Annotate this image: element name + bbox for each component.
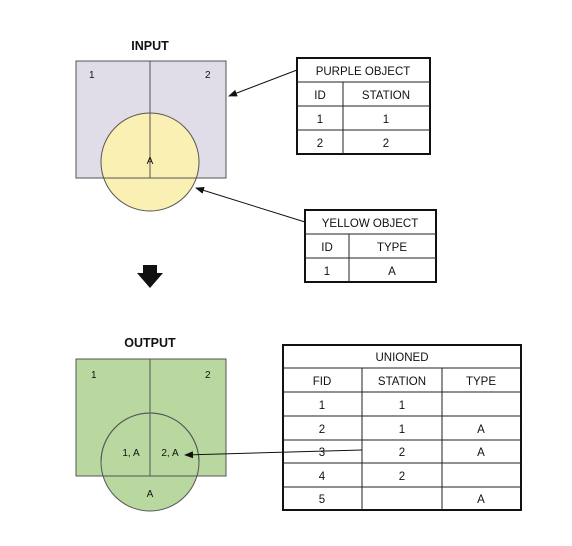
unioned-pointer-arrow [184,449,363,459]
unioned-table [282,344,522,511]
unioned-table-cell: A [477,494,485,506]
unioned-table-cell: 4 [319,471,326,483]
purple-table-header-id: ID [314,90,326,102]
unioned-table-cell: 5 [319,494,325,506]
input-circle-label: A [147,156,154,167]
output-unioned-shape [75,358,227,512]
output-circle-label-2a: 2, A [161,448,179,459]
unioned-table-header-type: TYPE [466,376,496,388]
purple-object-table [296,57,431,155]
purple-table-cell: 1 [383,114,389,126]
unioned-table-cell: 1 [319,400,325,412]
unioned-table-cell: A [477,447,485,459]
purple-table-title: PURPLE OBJECT [316,66,411,78]
output-heading: OUTPUT [124,336,176,350]
unioned-table-cell: 3 [319,447,325,459]
output-bottom-label: A [147,489,154,500]
yellow-object-table [304,209,437,283]
purple-table-cell: 2 [317,138,323,150]
down-arrow-icon [137,265,163,288]
purple-table-cell: 1 [317,114,323,126]
yellow-table-header-type: TYPE [377,242,407,254]
unioned-table-cell: A [477,424,485,436]
purple-table-header-station: STATION [362,90,410,102]
input-polygon-label-1: 1 [89,70,95,81]
yellow-table-title: YELLOW OBJECT [322,218,419,230]
output-polygon-label-2: 2 [205,370,211,381]
unioned-table-title: UNIONED [375,352,428,364]
unioned-table-cell: 2 [399,471,405,483]
input-heading: INPUT [131,39,169,53]
yellow-table-cell: 1 [324,266,330,278]
output-circle-label-1a: 1, A [122,448,140,459]
yellow-pointer-arrow [195,187,306,223]
yellow-table-cell: A [388,266,396,278]
yellow-table-header-id: ID [321,242,333,254]
output-polygon-label-1: 1 [91,370,97,381]
input-polygon-label-2: 2 [205,70,211,81]
unioned-table-header-fid: FID [313,376,332,388]
unioned-table-header-station: STATION [378,376,426,388]
purple-pointer-arrow [228,69,298,97]
unioned-table-cell: 2 [399,447,405,459]
unioned-table-cell: 2 [319,424,325,436]
unioned-table-cell: 1 [399,400,405,412]
purple-table-cell: 2 [383,138,389,150]
unioned-table-cell: 1 [399,424,405,436]
yellow-object [100,112,200,212]
